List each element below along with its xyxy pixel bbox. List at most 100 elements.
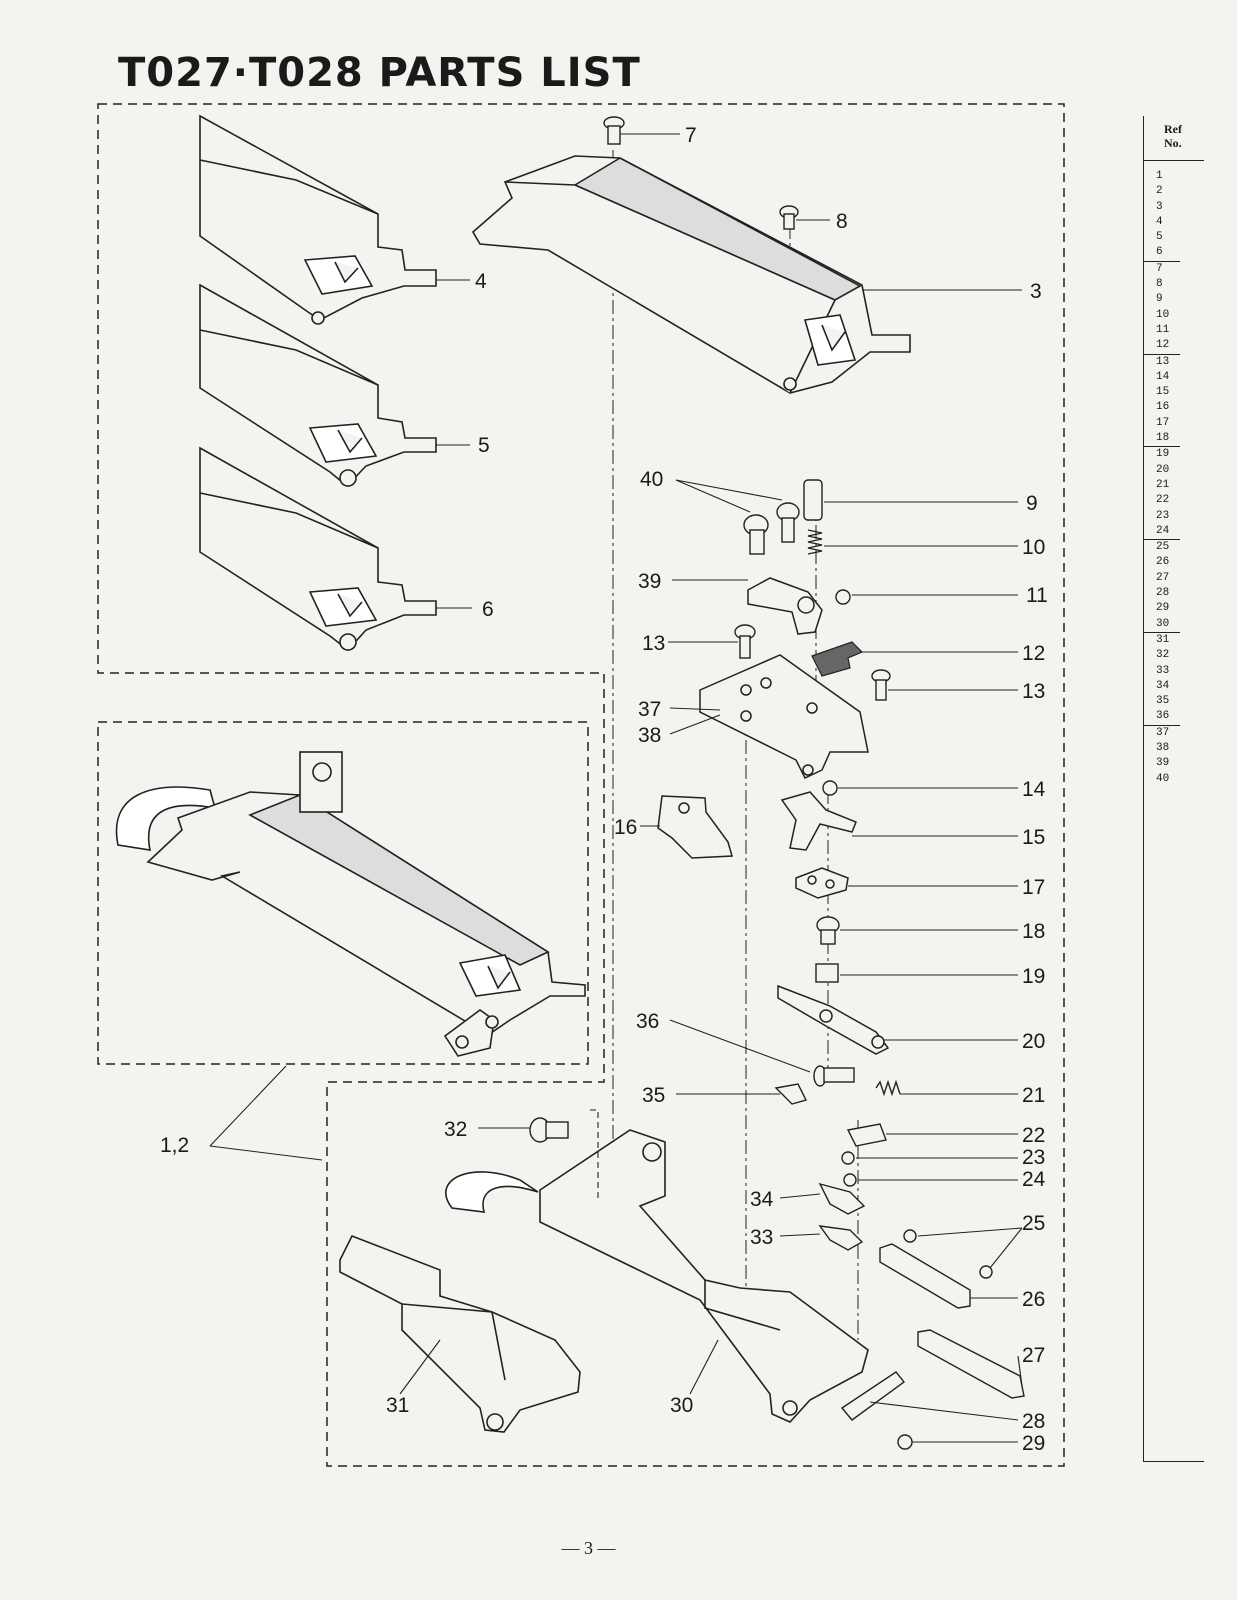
ref-row: 15 <box>1156 386 1170 399</box>
part-23-screw <box>841 1151 855 1165</box>
ref-row: 34 <box>1156 679 1170 692</box>
part-24-washer <box>843 1173 857 1187</box>
part-16-blade <box>657 795 733 859</box>
callout-26: 26 <box>1022 1288 1045 1311</box>
callout-21: 21 <box>1022 1084 1045 1107</box>
callout-5: 5 <box>478 434 490 457</box>
callout-15: 15 <box>1022 826 1045 849</box>
callout-40: 40 <box>640 468 663 491</box>
callout-35: 35 <box>642 1084 665 1107</box>
callout-25: 25 <box>1022 1212 1045 1235</box>
ref-header-line2: No. <box>1164 136 1182 150</box>
page-number: — 3 — <box>561 1538 616 1558</box>
callout-14: 14 <box>1022 778 1046 801</box>
callout-23: 23 <box>1022 1146 1045 1169</box>
callout-33: 33 <box>750 1226 773 1249</box>
callout-32: 32 <box>444 1118 467 1141</box>
part-5-guide <box>199 283 437 488</box>
group-box-upper-left <box>97 103 1065 1467</box>
callout-37: 37 <box>638 698 661 721</box>
part-30-base <box>445 1129 869 1423</box>
callout-27: 27 <box>1022 1344 1045 1367</box>
part-14-screw <box>822 780 838 796</box>
ref-row: 33 <box>1156 664 1170 677</box>
ref-row: 29 <box>1156 602 1170 615</box>
group-box-assembly-1-2 <box>97 721 589 1065</box>
part-40-screws <box>743 502 800 555</box>
callout-22: 22 <box>1022 1124 1045 1147</box>
ref-row: 40 <box>1156 772 1170 785</box>
part-9-pin <box>803 479 823 521</box>
ref-row: 25 <box>1156 541 1170 554</box>
callout-28: 28 <box>1022 1410 1045 1433</box>
part-8-screw <box>779 205 799 230</box>
part-17-plate <box>795 867 849 899</box>
part-19-block <box>815 963 839 983</box>
callout-7: 7 <box>685 124 697 147</box>
part-15-blade <box>780 791 857 851</box>
callout-6: 6 <box>482 598 494 621</box>
ref-row: 21 <box>1156 478 1170 491</box>
ref-row: 39 <box>1156 757 1170 770</box>
part-36-pin <box>813 1065 855 1087</box>
ref-row: 4 <box>1156 215 1163 228</box>
callout-11: 11 <box>1026 584 1048 607</box>
ref-row: 24 <box>1144 524 1180 541</box>
part-28-plate <box>840 1371 906 1421</box>
part-33-blade <box>818 1225 864 1251</box>
reference-number-column: Ref No. 1 2 3 4 5 6 7 8 9 10 11 12 13 14… <box>1143 116 1204 1462</box>
callout-39: 39 <box>638 570 661 593</box>
part-6-guide <box>199 446 437 652</box>
part-3-guide <box>471 155 911 394</box>
callout-36: 36 <box>636 1010 659 1033</box>
callout-9: 9 <box>1026 492 1038 515</box>
assembly-1-2 <box>115 751 586 1057</box>
ref-row: 7 <box>1156 262 1163 275</box>
part-39-bracket <box>747 577 823 635</box>
part-29-screw <box>897 1434 913 1450</box>
ref-row: 13 <box>1156 355 1170 368</box>
ref-row: 19 <box>1156 448 1170 461</box>
part-37-38-plate <box>699 654 869 779</box>
callout-3: 3 <box>1030 280 1042 303</box>
part-26-bar <box>879 1243 971 1309</box>
ref-row: 17 <box>1156 416 1170 429</box>
ref-row: 20 <box>1156 463 1170 476</box>
ref-row: 16 <box>1156 401 1170 414</box>
callout-13-lower: 13 <box>1022 680 1045 703</box>
part-10-spring <box>807 529 823 555</box>
ref-header: Ref No. <box>1144 116 1204 161</box>
ref-row: 30 <box>1144 617 1180 633</box>
ref-row: 11 <box>1156 323 1170 336</box>
part-22-clip <box>846 1123 887 1147</box>
callout-24: 24 <box>1022 1168 1046 1191</box>
callout-38: 38 <box>638 724 661 747</box>
ref-list: 1 2 3 4 5 6 7 8 9 10 11 12 13 14 15 16 1… <box>1144 161 1204 787</box>
ref-row: 14 <box>1156 370 1170 383</box>
ref-row: 9 <box>1156 293 1163 306</box>
ref-row: 26 <box>1156 556 1170 569</box>
part-32-screw <box>529 1117 569 1143</box>
ref-row: 27 <box>1156 571 1170 584</box>
part-31-base <box>339 1234 581 1433</box>
part-25-screws <box>903 1229 993 1279</box>
part-12-pad <box>811 641 864 677</box>
callout-8: 8 <box>836 210 848 233</box>
callout-29: 29 <box>1022 1432 1045 1455</box>
ref-row: 6 <box>1144 245 1180 262</box>
part-11-nut <box>835 589 851 605</box>
ref-row: 36 <box>1144 709 1180 726</box>
callout-12: 12 <box>1022 642 1045 665</box>
ref-row: 37 <box>1156 726 1170 739</box>
part-27-bar <box>917 1329 1025 1399</box>
part-21-spring <box>875 1079 901 1097</box>
ref-row: 28 <box>1156 587 1170 600</box>
ref-row: 5 <box>1156 231 1163 244</box>
part-13-screws <box>734 624 891 701</box>
part-20-link <box>777 984 890 1055</box>
ref-row: 12 <box>1144 338 1180 355</box>
callout-18: 18 <box>1022 920 1045 943</box>
ref-row: 18 <box>1144 431 1180 448</box>
callout-20: 20 <box>1022 1030 1045 1053</box>
